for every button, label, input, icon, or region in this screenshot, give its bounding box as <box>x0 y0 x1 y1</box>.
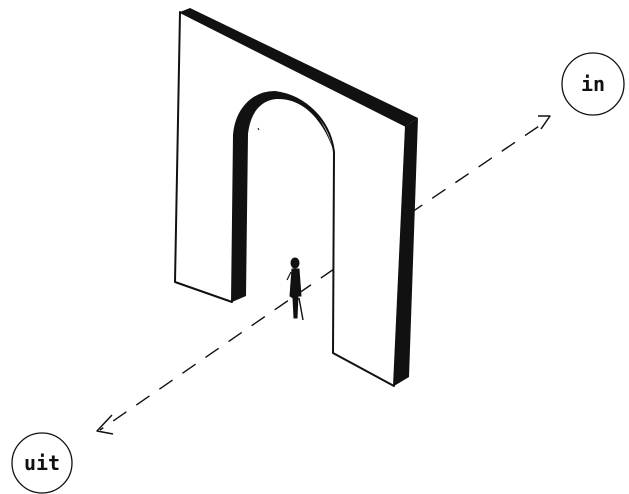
person-body <box>289 268 302 319</box>
entry-path <box>408 115 551 215</box>
in-label-circle <box>561 52 625 116</box>
exit-dashed-line <box>99 268 335 431</box>
entry-arrowhead <box>538 115 551 130</box>
out-label-text: uit <box>24 451 60 475</box>
entry-dashed-line <box>408 119 549 215</box>
archway-right-side <box>394 118 418 386</box>
person-head <box>290 257 300 269</box>
out-label: uit <box>11 432 73 494</box>
archway <box>174 8 418 387</box>
person-arm <box>286 271 292 281</box>
person-figure <box>286 257 304 321</box>
archway-front-face <box>174 11 407 387</box>
archway-inner-reveal <box>232 92 334 302</box>
archway-top-edge <box>180 8 418 126</box>
in-label-text: in <box>581 72 605 96</box>
person-leg <box>298 297 304 321</box>
exit-arrowhead <box>96 414 114 435</box>
out-label-circle <box>11 432 73 494</box>
exit-path <box>96 268 335 435</box>
in-label: in <box>561 52 625 116</box>
wall-mark <box>257 127 260 131</box>
